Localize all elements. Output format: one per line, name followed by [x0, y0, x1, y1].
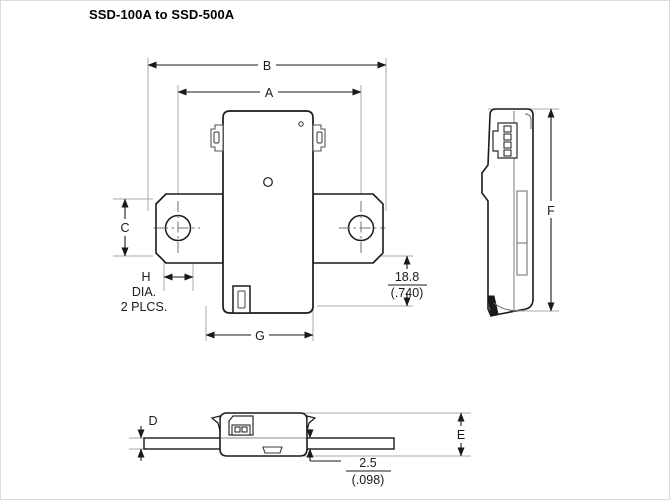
dimension-a-label: A [265, 86, 274, 100]
dimension-d: D [137, 414, 158, 461]
dimension-e-label: E [457, 428, 465, 442]
center-hole [263, 177, 273, 187]
value-2-5-imperial: (.098) [352, 473, 385, 487]
dimension-d-label: D [148, 414, 157, 428]
dimension-2-5: 2.5 (.098) [306, 429, 391, 487]
extension-lines-top [113, 58, 413, 341]
dimension-g: G [205, 327, 314, 343]
side-connector [492, 122, 518, 159]
small-marker-hole [298, 121, 304, 127]
note-dia: DIA. [132, 285, 156, 299]
hole-centerlines-overlay [157, 201, 382, 256]
dimension-f-label: F [547, 204, 555, 218]
side-recessed-slot [516, 190, 528, 276]
value-2-5-metric: 2.5 [359, 456, 376, 470]
dimension-g-label: G [255, 329, 265, 343]
value-18-8-metric: 18.8 [395, 270, 419, 284]
front-view: D E 2.5 (.098) [129, 412, 471, 487]
front-right-wing-tab [306, 415, 317, 432]
dimension-e: E [452, 412, 471, 457]
front-connector [228, 415, 254, 436]
right-side-tab [312, 124, 326, 152]
bottom-connector-nub [232, 285, 251, 314]
side-blade-tip [487, 295, 499, 317]
side-bottom-curve-detail [493, 302, 526, 312]
dimension-b-label: B [263, 59, 271, 73]
dimension-h: H DIA. 2 PLCS. [121, 270, 194, 314]
side-top-fillet-detail [524, 113, 532, 129]
top-view: B A C H DIA. 2 PLCS. [113, 57, 427, 343]
dimension-c: C [116, 198, 134, 257]
page-title: SSD-100A to SSD-500A [89, 7, 235, 22]
dimension-c-label: C [120, 221, 129, 235]
sensor-body-outline [222, 110, 314, 314]
side-view: F [481, 108, 561, 317]
left-side-tab [210, 124, 224, 152]
dimension-h-label: H [141, 270, 150, 284]
dimension-a: A [177, 84, 362, 100]
dimension-b: B [147, 57, 387, 73]
dimension-18-8: 18.8 (.740) [388, 255, 427, 307]
note-places: 2 PLCS. [121, 300, 168, 314]
front-bottom-notch [262, 446, 283, 454]
dimension-f: F [542, 108, 561, 312]
value-18-8-imperial: (.740) [391, 286, 424, 300]
front-left-wing-tab [210, 415, 221, 432]
